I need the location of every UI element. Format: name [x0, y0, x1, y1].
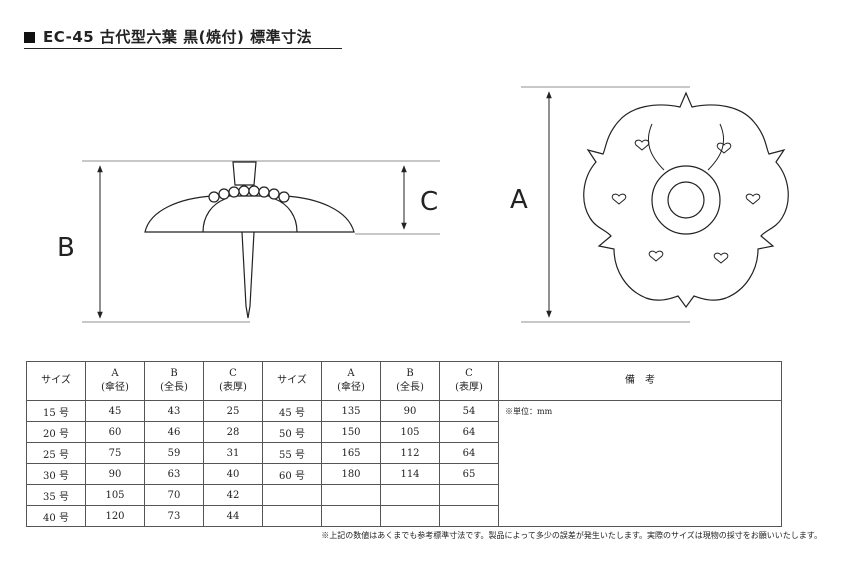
size-cell: 45 号: [262, 400, 322, 422]
header-size: サイズ: [26, 361, 86, 401]
value-cell: 54: [439, 400, 499, 422]
value-cell: 42: [203, 484, 263, 506]
dimension-b-label: B: [57, 233, 75, 263]
dimensions-table: サイズ A(傘径) B(全長) C(表厚) サイズ A(傘径) B(全長) C(…: [26, 361, 782, 527]
value-cell: 180: [321, 463, 381, 485]
value-cell: 40: [203, 463, 263, 485]
value-cell: 114: [380, 463, 440, 485]
size-cell: 50 号: [262, 421, 322, 443]
footnote: ※上記の数値はあくまでも参考標準寸法です。製品によって多少の誤差が発生いたします…: [321, 531, 822, 540]
header-remarks: 備 考: [498, 361, 782, 401]
header-size-2: サイズ: [262, 361, 322, 401]
technical-drawings: B C A: [57, 86, 789, 323]
value-cell: [439, 505, 499, 527]
value-cell: [380, 505, 440, 527]
size-cell: 55 号: [262, 442, 322, 464]
table-header-row: サイズ A(傘径) B(全長) C(表厚) サイズ A(傘径) B(全長) C(…: [26, 361, 782, 401]
size-cell: [262, 484, 322, 506]
value-cell: 165: [321, 442, 381, 464]
size-cell: 25 号: [26, 442, 86, 464]
size-cell: [262, 505, 322, 527]
value-cell: 112: [380, 442, 440, 464]
value-cell: 150: [321, 421, 381, 443]
value-cell: 90: [380, 400, 440, 422]
header-b-2: B(全長): [380, 361, 440, 401]
title-text: EC-45 古代型六葉 黒(焼付) 標準寸法: [43, 28, 313, 46]
page-title: EC-45 古代型六葉 黒(焼付) 標準寸法: [24, 26, 312, 47]
value-cell: 135: [321, 400, 381, 422]
size-cell: 15 号: [26, 400, 86, 422]
header-a: A(傘径): [85, 361, 145, 401]
value-cell: [380, 484, 440, 506]
value-cell: 65: [439, 463, 499, 485]
value-cell: 120: [85, 505, 145, 527]
value-cell: 105: [85, 484, 145, 506]
value-cell: [321, 484, 381, 506]
value-cell: 43: [144, 400, 204, 422]
header-c-2: C(表厚): [439, 361, 499, 401]
title-underline: [24, 48, 342, 49]
header-c: C(表厚): [203, 361, 263, 401]
value-cell: 63: [144, 463, 204, 485]
side-view-drawing: [82, 160, 440, 323]
dimension-c-label: C: [420, 187, 438, 217]
header-a-2: A(傘径): [321, 361, 381, 401]
size-cell: 35 号: [26, 484, 86, 506]
value-cell: 59: [144, 442, 204, 464]
value-cell: 90: [85, 463, 145, 485]
value-cell: 60: [85, 421, 145, 443]
value-cell: 73: [144, 505, 204, 527]
bullet-square-icon: [24, 32, 35, 43]
value-cell: 64: [439, 421, 499, 443]
header-b: B(全長): [144, 361, 204, 401]
value-cell: [321, 505, 381, 527]
size-cell: 40 号: [26, 505, 86, 527]
value-cell: 31: [203, 442, 263, 464]
value-cell: 28: [203, 421, 263, 443]
value-cell: 25: [203, 400, 263, 422]
dimension-a-label: A: [510, 185, 528, 215]
value-cell: 105: [380, 421, 440, 443]
value-cell: 45: [85, 400, 145, 422]
value-cell: [439, 484, 499, 506]
remarks-cell: ※単位：mm: [498, 400, 782, 527]
size-cell: 60 号: [262, 463, 322, 485]
size-cell: 20 号: [26, 421, 86, 443]
value-cell: 70: [144, 484, 204, 506]
value-cell: 44: [203, 505, 263, 527]
top-view-drawing: [583, 91, 789, 309]
size-cell: 30 号: [26, 463, 86, 485]
value-cell: 64: [439, 442, 499, 464]
value-cell: 46: [144, 421, 204, 443]
value-cell: 75: [85, 442, 145, 464]
